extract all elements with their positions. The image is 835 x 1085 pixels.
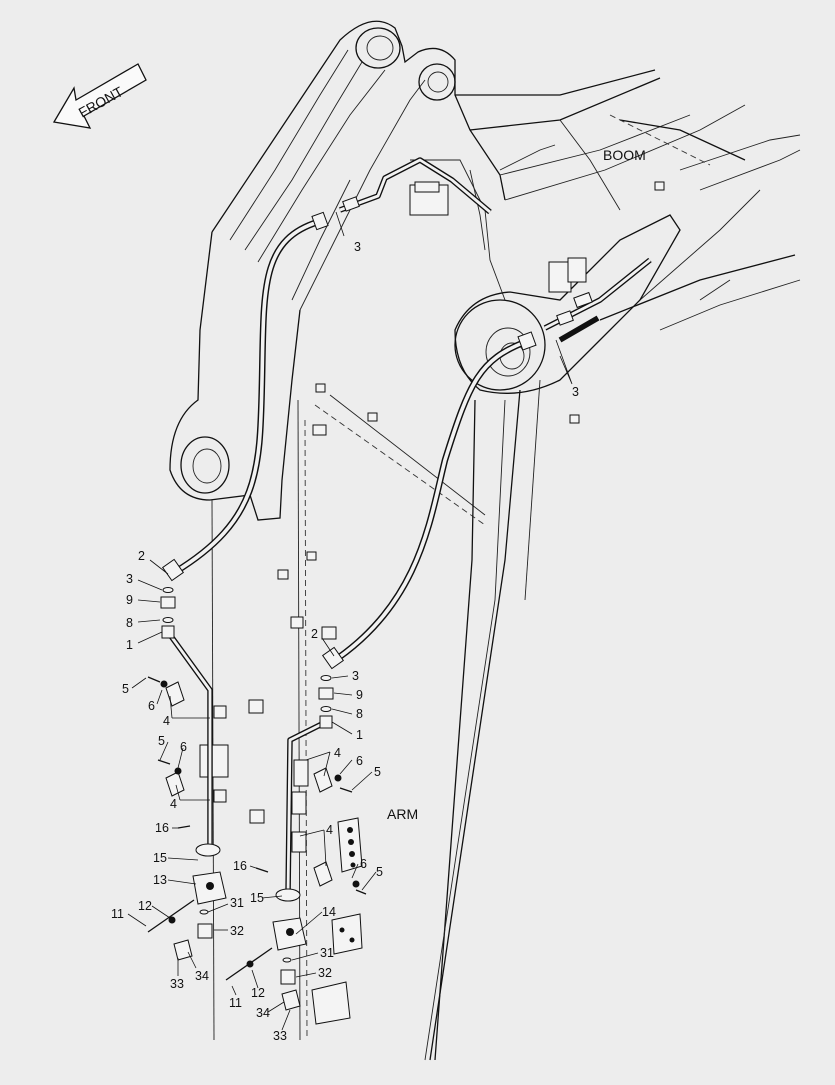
callout-left-9: 9 [126, 593, 133, 607]
boom-tubes [339, 157, 652, 343]
arm-structure [424, 379, 541, 1061]
callout-left-6a: 6 [148, 699, 155, 713]
callout-left-31: 31 [230, 896, 244, 910]
callout-3-right: 3 [572, 385, 579, 399]
callout-left-8: 8 [126, 616, 133, 630]
callout-right-33: 33 [273, 1029, 287, 1043]
callout-left-16: 16 [155, 821, 169, 835]
right-fittings [225, 675, 367, 1011]
boom-structure [169, 20, 801, 1041]
pipe-right [285, 719, 328, 896]
callout-left-13: 13 [153, 873, 167, 887]
callout-left-12: 12 [138, 899, 152, 913]
callout-left-5a: 5 [122, 682, 129, 696]
callout-right-4a: 4 [334, 746, 341, 760]
callout-right-1: 1 [356, 728, 363, 742]
leader-lines [127, 211, 573, 1031]
callout-numbers: 3 3 2 3 9 8 1 5 6 4 5 6 4 16 15 13 12 11… [111, 240, 579, 1043]
callout-right-6a: 6 [356, 754, 363, 768]
pipe-left [165, 630, 213, 850]
callout-right-11: 11 [229, 996, 242, 1010]
callout-left-3: 3 [126, 572, 133, 586]
callout-left-2: 2 [138, 549, 145, 563]
region-labels: BOOM ARM [387, 147, 646, 822]
callout-right-8: 8 [356, 707, 363, 721]
mounting-blocks [199, 181, 665, 853]
hose-right [321, 331, 537, 670]
callout-left-5b: 5 [158, 734, 165, 748]
callout-3-top: 3 [354, 240, 361, 254]
valve-port-block [311, 817, 363, 1025]
callout-right-15: 15 [250, 891, 264, 905]
callout-right-3: 3 [352, 669, 359, 683]
callout-left-4a: 4 [163, 714, 170, 728]
callout-right-34: 34 [256, 1006, 270, 1020]
callout-right-12: 12 [251, 986, 265, 1000]
callout-left-6b: 6 [180, 740, 187, 754]
arm-label: ARM [387, 806, 418, 822]
front-arrow-icon: FRONT [52, 63, 147, 129]
callout-left-1: 1 [126, 638, 133, 652]
callout-right-5b: 5 [376, 865, 383, 879]
callout-left-34: 34 [195, 969, 209, 983]
callout-left-11: 11 [111, 907, 124, 921]
callout-left-4b: 4 [170, 797, 177, 811]
callout-left-32: 32 [230, 924, 244, 938]
callout-right-4b: 4 [326, 823, 333, 837]
callout-right-32: 32 [318, 966, 332, 980]
left-fittings [147, 587, 227, 961]
callout-right-14: 14 [322, 905, 336, 919]
callout-left-33: 33 [170, 977, 184, 991]
callout-right-16: 16 [233, 859, 247, 873]
callout-right-5a: 5 [374, 765, 381, 779]
callout-right-2: 2 [311, 627, 318, 641]
callout-right-31: 31 [320, 946, 334, 960]
callout-left-15: 15 [153, 851, 167, 865]
callout-right-6b: 6 [360, 857, 367, 871]
callout-right-9: 9 [356, 688, 363, 702]
hose-left [161, 211, 329, 582]
boom-label: BOOM [603, 147, 646, 163]
